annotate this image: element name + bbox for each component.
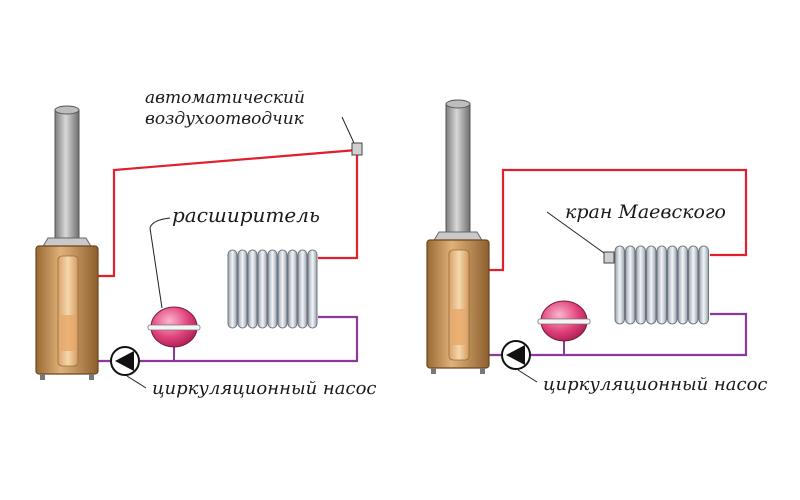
radiator-fin (267, 249, 278, 329)
chimney-right (432, 99, 484, 243)
boiler-right (426, 239, 490, 374)
air-vent-label-line2: воздухоотводчик (145, 109, 305, 129)
air-vent-icon (341, 116, 363, 156)
pump-right-icon (501, 340, 531, 370)
return-pipe-right (488, 312, 748, 357)
radiator-fin (614, 245, 625, 325)
radiator-fin (227, 249, 238, 329)
air-vent-label-line1: автоматический (145, 88, 305, 108)
radiator-fin (646, 245, 657, 325)
expansion-tank-right (537, 300, 591, 355)
supply-pipe-left (97, 148, 359, 278)
radiator-fin (297, 249, 308, 329)
boiler-left (35, 245, 99, 380)
pump-left-icon (110, 346, 140, 376)
radiator-fin (277, 249, 288, 329)
expansion-tank-leader (149, 227, 163, 309)
radiator-fin (635, 245, 646, 325)
supply-pipe-right (489, 168, 748, 272)
radiator-fin (688, 245, 699, 325)
radiator-fin (656, 245, 667, 325)
radiator-fin (667, 245, 678, 325)
mayevsky-valve-label: кран Маевского (565, 201, 726, 223)
chimney-left (41, 105, 93, 249)
pump-left-leader (126, 375, 147, 389)
expansion-tank-leader-hook (149, 217, 171, 229)
left-scheme: автоматический воздухоотводчик расширите… (35, 88, 377, 399)
radiator-fin (625, 245, 636, 325)
right-scheme: кран Маевского циркуляционный насос (426, 99, 768, 395)
radiator-fin (257, 249, 268, 329)
radiator-fin (247, 249, 258, 329)
pump-right-leader (517, 369, 538, 383)
radiator-fin (287, 249, 298, 329)
return-pipe-left (97, 315, 359, 363)
radiator-left (227, 249, 318, 329)
mayevsky-valve-icon (546, 211, 615, 264)
radiator-right (614, 245, 709, 325)
radiator-fin (307, 249, 318, 329)
expansion-tank-label: расширитель (172, 203, 320, 227)
radiator-fin (237, 249, 248, 329)
pump-left-label: циркуляционный насос (152, 378, 377, 399)
pump-right-label: циркуляционный насос (543, 374, 768, 395)
radiator-fin (677, 245, 688, 325)
radiator-fin (698, 245, 709, 325)
expansion-tank-left (147, 306, 201, 361)
